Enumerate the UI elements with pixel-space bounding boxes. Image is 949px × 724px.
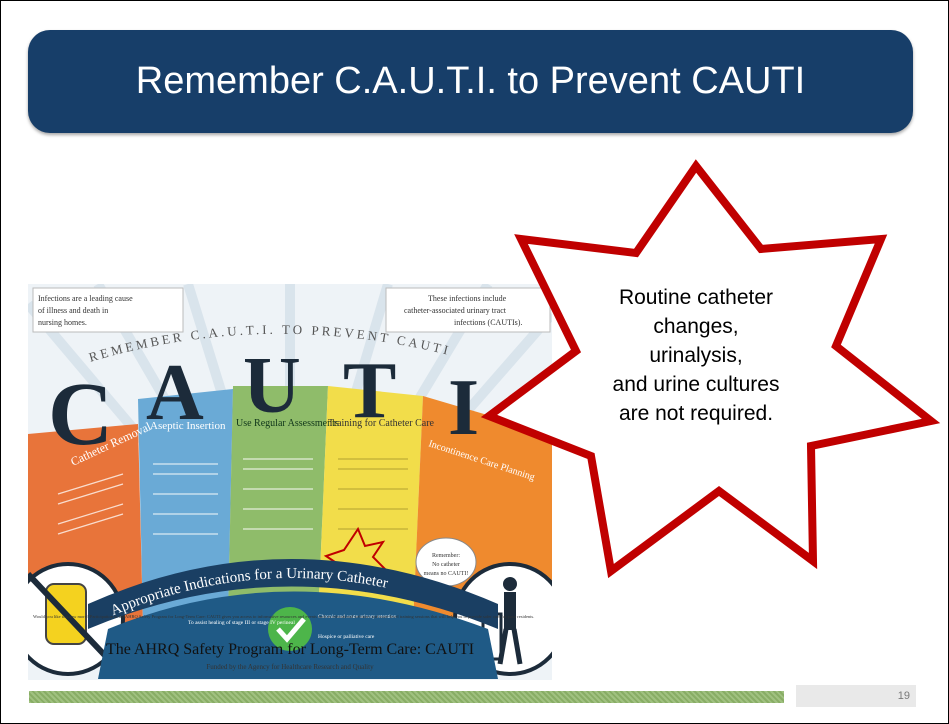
callout-line-1: Routine catheter xyxy=(618,286,774,309)
svg-text:Chronic and acute urinary rete: Chronic and acute urinary retention xyxy=(318,614,396,620)
poster-program-title: The AHRQ Safety Program for Long-Term Ca… xyxy=(105,641,475,658)
slide-title: Remember C.A.U.T.I. to Prevent CAUTI xyxy=(135,60,806,102)
callout-line-5: are not required. xyxy=(618,402,774,425)
callout-line-3: urinalysis, xyxy=(649,344,743,367)
poster-column-label-regular-assessments: Use Regular Assessments xyxy=(236,418,339,429)
svg-text:Remember:: Remember: xyxy=(432,553,460,559)
callout-line-4: and urine cultures xyxy=(612,373,780,396)
poster-letter-t: T xyxy=(343,347,396,435)
title-banner: Remember C.A.U.T.I. to Prevent CAUTI xyxy=(28,30,913,133)
poster-note-right-1: These infections include xyxy=(428,294,507,303)
footer-accent-bar xyxy=(29,691,784,703)
poster-note-right-3: infections (CAUTIs). xyxy=(454,318,522,327)
poster-funded-by: Funded by the Agency for Healthcare Rese… xyxy=(206,663,374,671)
callout-line-2: changes, xyxy=(653,315,739,338)
poster-letter-c: C xyxy=(48,365,113,464)
star-callout-text: Routine catheter changes, urinalysis, an… xyxy=(561,283,831,428)
poster-letter-u: U xyxy=(243,342,301,430)
svg-text:means no CAUTI!: means no CAUTI! xyxy=(424,571,469,577)
svg-text:Hospice or palliative care: Hospice or palliative care xyxy=(318,634,375,640)
poster-note-left-1: Infections are a leading cause xyxy=(38,294,133,303)
poster-column-label-training: Training for Catheter Care xyxy=(328,418,435,429)
svg-text:No catheter: No catheter xyxy=(432,562,460,568)
page-number: 19 xyxy=(796,685,916,707)
poster-letter-a: A xyxy=(146,349,204,437)
poster-note-left-2: of illness and death in xyxy=(38,306,108,315)
poster-column-label-aseptic-insertion: Aseptic Insertion xyxy=(150,420,226,432)
poster-fine-print: Would you like to know more? Participati… xyxy=(33,614,535,619)
poster-note-left-3: nursing homes. xyxy=(38,318,87,327)
svg-text:To assist healing of stage III: To assist healing of stage III or stage … xyxy=(188,619,295,626)
poster-letter-i: I xyxy=(448,364,479,452)
poster-note-right-2: catheter-associated urinary tract xyxy=(404,306,507,315)
cauti-poster-image: Infections are a leading cause of illnes… xyxy=(28,284,552,680)
